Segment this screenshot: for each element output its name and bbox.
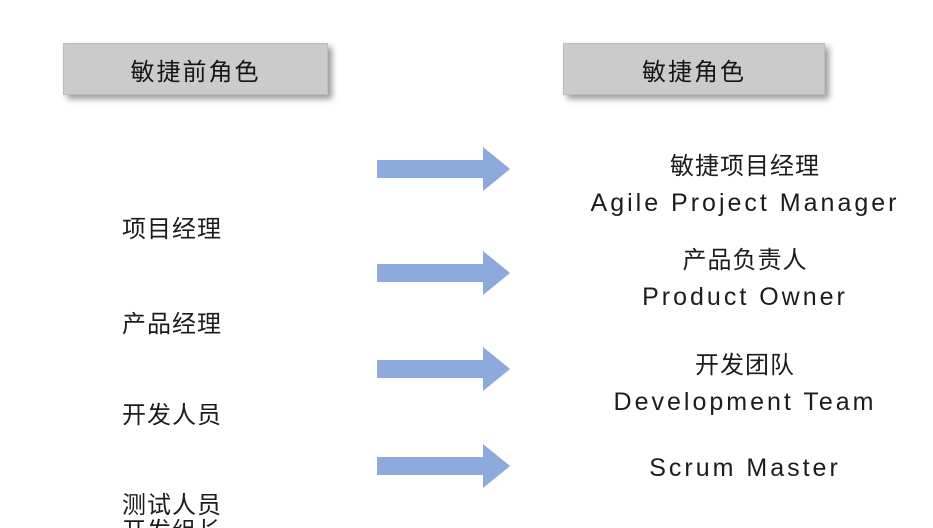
arrow-right-shape xyxy=(377,444,510,488)
arrow-right-icon xyxy=(377,347,510,391)
new-role-product-owner: 产品负责人 Product Owner xyxy=(570,243,920,315)
arrow-right-icon xyxy=(377,147,510,191)
old-role-project-manager: 项目经理 xyxy=(122,155,222,305)
old-role-line: 开发人员 xyxy=(122,402,222,429)
arrow-right-shape xyxy=(377,147,510,191)
old-role-line: 项目经理 xyxy=(122,216,222,243)
old-role-product-manager: 产品经理 xyxy=(122,250,222,400)
arrow-right-shape xyxy=(377,347,510,391)
agile-roles-header-box: 敏捷角色 xyxy=(563,43,825,95)
old-role-line: 开发组长 xyxy=(122,517,222,528)
old-role-line: 产品经理 xyxy=(122,311,222,338)
new-role-name-en: Scrum Master xyxy=(649,454,841,482)
arrow-right-icon xyxy=(377,444,510,488)
new-role-name-en: Development Team xyxy=(613,388,877,416)
new-role-agile-project-manager: 敏捷项目经理 Agile Project Manager xyxy=(570,149,920,221)
old-role-dev-and-test: 开发人员 测试人员 xyxy=(122,341,222,528)
new-role-name-en: Product Owner xyxy=(642,283,848,311)
legacy-roles-header-label: 敏捷前角色 xyxy=(130,58,261,86)
new-role-development-team: 开发团队 Development Team xyxy=(570,348,920,420)
legacy-roles-header-box: 敏捷前角色 xyxy=(63,43,328,95)
agile-roles-header-label: 敏捷角色 xyxy=(642,58,746,86)
arrow-right-icon xyxy=(377,251,510,295)
new-role-scrum-master: Scrum Master xyxy=(570,450,920,486)
new-role-name-cn: 敏捷项目经理 xyxy=(670,153,820,180)
new-role-name-cn: 产品负责人 xyxy=(682,247,808,274)
old-role-dev-lead: 开发组长 xyxy=(122,457,222,528)
new-role-name-cn: 开发团队 xyxy=(695,352,795,379)
arrow-right-shape xyxy=(377,251,510,295)
old-role-line: 测试人员 xyxy=(122,492,222,519)
new-role-name-en: Agile Project Manager xyxy=(590,189,900,217)
